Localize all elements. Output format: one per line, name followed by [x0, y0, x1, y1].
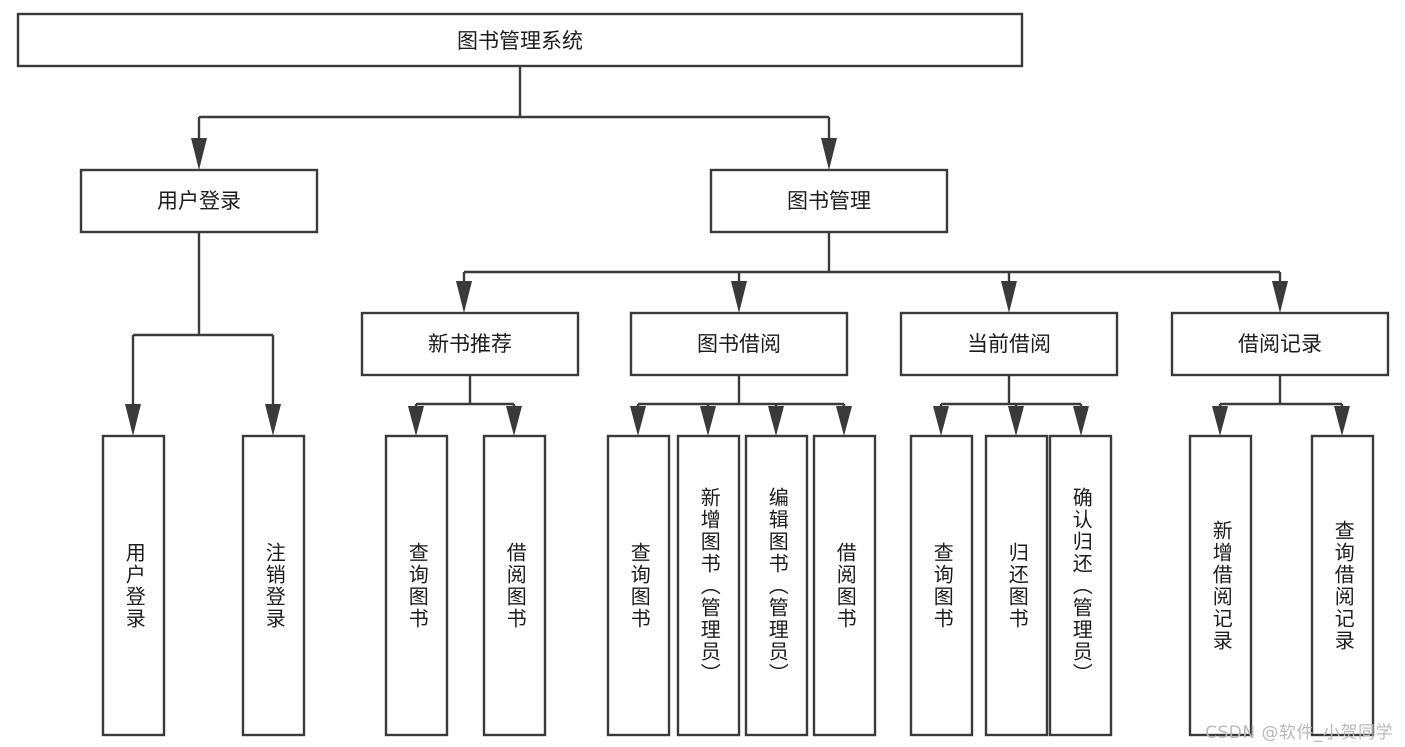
node-new-book-label: 新书推荐: [428, 332, 512, 356]
arrow-head-to-book-borrow: [731, 281, 747, 313]
node-leaf-box-borrow-record-1[interactable]: [1310, 434, 1375, 737]
arrow-head-borrow-record-leaf-1: [1334, 406, 1350, 436]
arrow-head-to-current-borrow: [1001, 281, 1017, 313]
arrow-head-to-borrow-record: [1272, 281, 1288, 313]
connector-layer: [125, 66, 1350, 436]
node-book-manage-box[interactable]: [709, 168, 949, 234]
arrow-head-to-user-login: [191, 138, 207, 170]
arrow-head-new-book-leaf-1: [506, 406, 522, 436]
node-layer: 图书管理系统 用户登录 图书管理 新书推荐 图书借阅 当前借阅 借阅记录: [16, 12, 1390, 737]
node-leaf-box-new-book-0[interactable]: [384, 434, 449, 737]
csdn-watermark: CSDN @软件_小贺同学: [1205, 723, 1393, 743]
node-leaf-box-current-borrow-0[interactable]: [909, 434, 974, 737]
node-leaf-box-current-borrow-1[interactable]: [984, 434, 1049, 737]
arrow-head-borrow-record-leaf-0: [1212, 406, 1228, 436]
node-book-borrow-box[interactable]: [629, 311, 849, 377]
node-current-borrow-box[interactable]: [899, 311, 1119, 377]
node-root-label: 图书管理系统: [457, 29, 583, 53]
arrow-head-book-borrow-leaf-3: [836, 406, 852, 436]
arrow-head-book-borrow-leaf-0: [630, 406, 646, 436]
node-leaf-box-new-book-1[interactable]: [482, 434, 547, 737]
arrow-head-user-login-leaf-0: [125, 404, 141, 436]
arrow-head-current-borrow-leaf-0: [933, 406, 949, 436]
node-book-manage-label: 图书管理: [787, 189, 871, 213]
node-leaf-box-book-borrow-0[interactable]: [606, 434, 671, 737]
node-leaf-box-current-borrow-2[interactable]: [1048, 434, 1113, 737]
node-leaf-box-book-borrow-1[interactable]: [676, 434, 741, 737]
node-root-box[interactable]: [16, 12, 1024, 68]
node-leaf-box-borrow-record-0[interactable]: [1188, 434, 1253, 737]
arrow-head-current-borrow-leaf-1: [1008, 406, 1024, 436]
arrow-head-to-new-book: [456, 281, 472, 313]
node-new-book-box[interactable]: [360, 311, 580, 377]
node-leaf-box-user-login-1[interactable]: [241, 434, 306, 737]
node-leaf-box-book-borrow-2[interactable]: [744, 434, 809, 737]
node-current-borrow-label: 当前借阅: [967, 332, 1051, 356]
node-borrow-record-box[interactable]: [1170, 311, 1390, 377]
node-user-login-box[interactable]: [79, 168, 319, 234]
node-borrow-record-label: 借阅记录: [1238, 332, 1322, 356]
arrow-head-to-book-manage: [821, 138, 837, 170]
node-leaf-box-user-login-0[interactable]: [101, 434, 166, 737]
arrow-head-book-borrow-leaf-2: [768, 406, 784, 436]
arrow-head-new-book-leaf-0: [408, 406, 424, 436]
arrow-head-user-login-leaf-1: [265, 404, 281, 436]
node-book-borrow-label: 图书借阅: [697, 332, 781, 356]
node-user-login-label: 用户登录: [157, 189, 241, 213]
arrow-head-book-borrow-leaf-1: [700, 406, 716, 436]
node-leaf-box-book-borrow-3[interactable]: [812, 434, 877, 737]
arrow-head-current-borrow-leaf-2: [1073, 406, 1089, 436]
